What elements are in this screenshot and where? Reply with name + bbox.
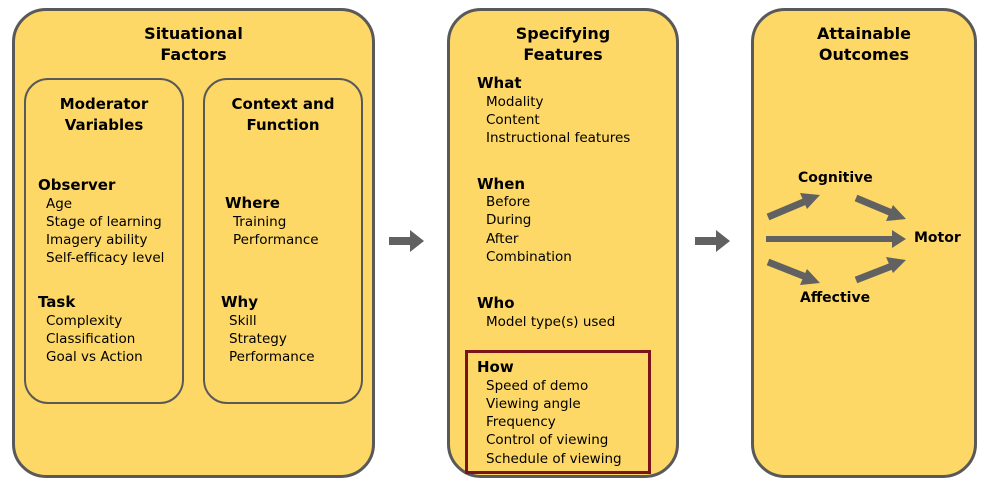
when-heading: When — [477, 175, 526, 193]
observer-item-self-efficacy: Self-efficacy level — [46, 250, 165, 266]
arrow-up-to-cognitive — [766, 197, 808, 221]
how-item-speed-of-demo: Speed of demo — [486, 378, 589, 394]
how-highlight-box — [465, 350, 651, 474]
task-heading: Task — [38, 293, 76, 311]
when-item-during: During — [486, 212, 532, 228]
observer-item-stage-of-learning: Stage of learning — [46, 214, 162, 230]
task-item-complexity: Complexity — [46, 313, 123, 329]
affective-label: Affective — [800, 290, 871, 306]
specifying-features-panel: Specifying Features — [447, 8, 679, 478]
specifying-features-title: Specifying Features — [515, 24, 611, 64]
how-item-schedule-of-viewing: Schedule of viewing — [486, 451, 622, 467]
what-item-instructional-features: Instructional features — [486, 130, 631, 146]
when-item-before: Before — [486, 194, 531, 210]
arrow-affective-to-motor — [854, 262, 894, 284]
task-item-goal-vs-action: Goal vs Action — [46, 349, 143, 365]
when-item-combination: Combination — [486, 249, 572, 265]
who-heading: Who — [477, 294, 515, 312]
arrow-cognitive-to-motor — [854, 194, 894, 217]
situational-factors-title: Situational Factors — [144, 24, 243, 64]
what-item-modality: Modality — [486, 94, 544, 110]
cognitive-label: Cognitive — [798, 170, 873, 186]
attainable-outcomes-title: Attainable Outcomes — [817, 24, 911, 64]
where-heading: Where — [225, 194, 280, 212]
how-heading: How — [477, 358, 514, 376]
where-item-training: Training — [233, 214, 287, 230]
arrow-down-to-affective — [766, 258, 808, 281]
why-item-strategy: Strategy — [229, 331, 287, 347]
how-item-viewing-angle: Viewing angle — [486, 396, 581, 412]
arrow-specifying-to-outcomes — [695, 230, 730, 252]
what-item-content: Content — [486, 112, 540, 128]
why-item-performance: Performance — [229, 349, 315, 365]
where-item-performance: Performance — [233, 232, 319, 248]
context-function-title: Context and Function — [231, 95, 335, 134]
context-function-box: Context and Function — [203, 78, 363, 404]
how-item-control-of-viewing: Control of viewing — [486, 432, 609, 448]
arrowhead-up-to-cognitive — [800, 193, 820, 209]
task-item-classification: Classification — [46, 331, 136, 347]
arrow-situational-to-specifying — [389, 230, 424, 252]
how-item-frequency: Frequency — [486, 414, 556, 430]
attainable-outcomes-panel: Attainable Outcomes — [751, 8, 977, 478]
observer-heading: Observer — [38, 176, 116, 194]
why-heading: Why — [221, 293, 259, 311]
why-item-skill: Skill — [229, 313, 257, 329]
motor-label: Motor — [914, 230, 961, 246]
arrow-to-motor — [766, 230, 906, 248]
who-item-model-type: Model type(s) used — [486, 314, 616, 330]
moderator-variables-title: Moderator Variables — [59, 95, 149, 134]
observer-item-age: Age — [46, 196, 73, 212]
arrowhead-cognitive-to-motor — [886, 205, 906, 221]
what-heading: What — [477, 74, 522, 92]
when-item-after: After — [486, 231, 519, 247]
arrowhead-down-to-affective — [800, 269, 820, 285]
observer-item-imagery-ability: Imagery ability — [46, 232, 148, 248]
arrowhead-affective-to-motor — [886, 257, 906, 273]
moderator-variables-box: Moderator Variables — [24, 78, 184, 404]
